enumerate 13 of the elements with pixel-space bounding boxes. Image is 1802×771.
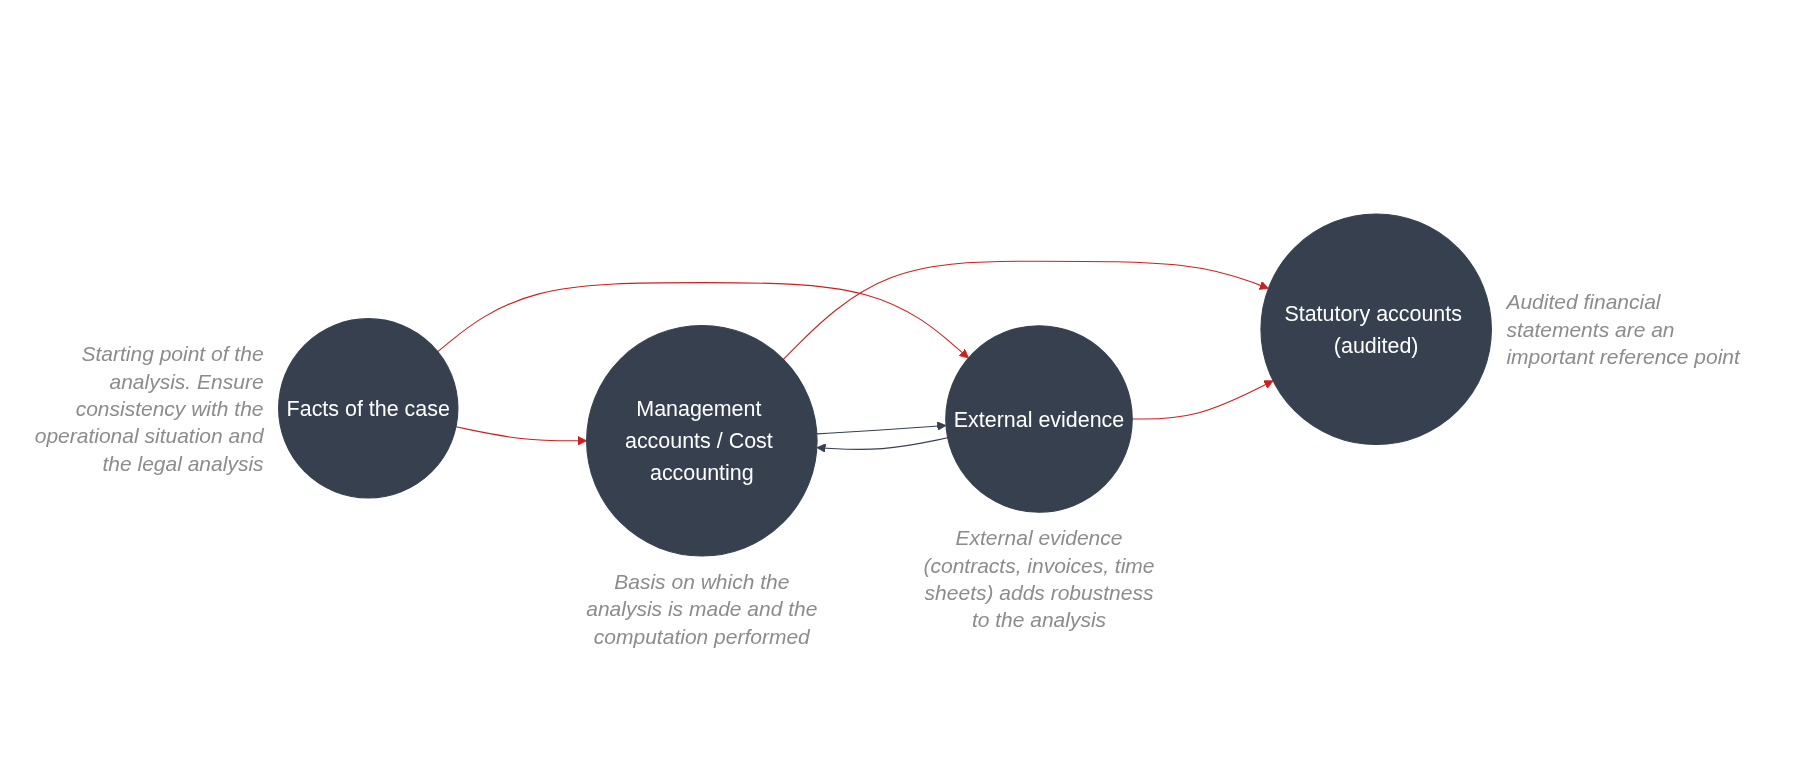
note-text: Basis on which the analysis is made and the computation performed xyxy=(585,569,819,650)
node-circle: Management accounts / Cost accounting xyxy=(586,324,818,557)
note-text: External evidence (contracts, invoices, time sheets) adds robustness to the analysis xyxy=(922,525,1156,634)
node-circle: Facts of the case xyxy=(278,318,459,499)
arrow xyxy=(816,437,949,453)
arrow xyxy=(437,282,969,359)
arrow xyxy=(782,260,1269,360)
arrow xyxy=(455,426,587,446)
arrow xyxy=(816,421,947,435)
node-circle: External evidence xyxy=(945,325,1133,513)
note-text: Starting point of the analysis. Ensure consistency with the operational situation and the legal analysis xyxy=(33,341,264,477)
note-text: Audited financial statements are an important reference point xyxy=(1506,289,1742,370)
node-circle: Statutory accounts (audited) xyxy=(1260,213,1492,446)
